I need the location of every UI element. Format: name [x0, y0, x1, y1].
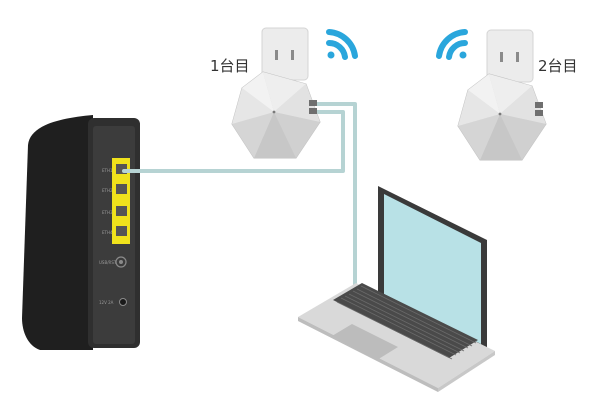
extender-lan-port[interactable]	[535, 110, 543, 116]
laptop-keyboard[interactable]	[333, 283, 478, 358]
lan-port[interactable]: ETH1	[102, 164, 127, 174]
lan-port[interactable]: ETH4	[102, 226, 127, 236]
lan-port-highlight	[112, 158, 130, 244]
cable-router-to-extender	[122, 110, 345, 173]
wifi-icon	[326, 29, 358, 60]
extender-1-label: 1台目	[210, 57, 250, 75]
power-label: 12V 2A	[99, 300, 114, 305]
router: ETH1 ETH2 ETH3 ETH4 USB/RST 12V 2A	[22, 115, 140, 350]
router-body-back	[22, 115, 93, 350]
port-label: ETH1	[102, 168, 113, 173]
port-label: ETH3	[102, 210, 113, 215]
ethernet-cables	[122, 102, 357, 292]
extender-2	[457, 29, 547, 161]
wall-outlet	[486, 29, 534, 83]
extender-lan-port[interactable]	[309, 108, 317, 114]
lan-port[interactable]: ETH3	[102, 206, 127, 216]
port-label: ETH4	[102, 230, 113, 235]
wall-outlet	[261, 27, 309, 81]
port-label: ETH2	[102, 188, 113, 193]
laptop-touchpad[interactable]	[332, 324, 398, 360]
usb-port[interactable]: USB/RST	[99, 256, 127, 268]
extender-lan-port[interactable]	[309, 100, 317, 106]
lan-port[interactable]: ETH2	[102, 184, 127, 194]
cable-extender-to-laptop	[314, 102, 357, 292]
wifi-icon	[436, 29, 468, 60]
laptop	[298, 186, 495, 392]
extender-lan-port[interactable]	[535, 102, 543, 108]
usb-label: USB/RST	[99, 260, 117, 265]
extender-2-label: 2台目	[538, 57, 578, 75]
extender-1	[231, 27, 321, 159]
power-port[interactable]: 12V 2A	[99, 298, 127, 306]
laptop-base	[298, 283, 495, 388]
